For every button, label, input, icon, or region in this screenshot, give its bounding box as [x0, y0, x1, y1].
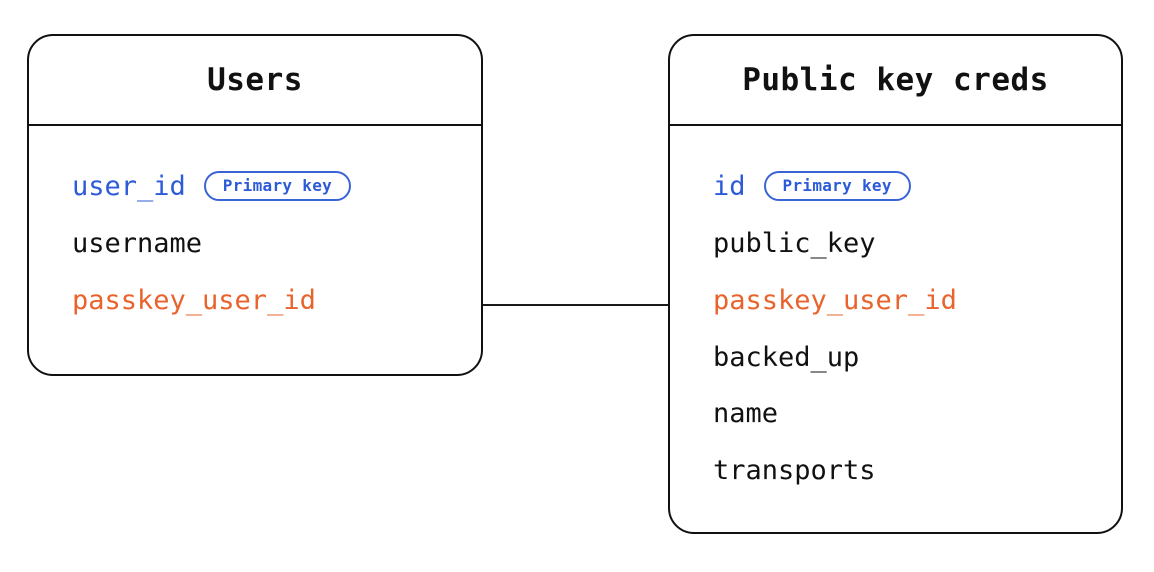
- field-name-id: id: [713, 170, 746, 202]
- field-name-backed-up: backed_up: [713, 341, 860, 373]
- field-row[interactable]: public_key: [713, 226, 876, 260]
- primary-key-badge: Primary key: [203, 171, 352, 201]
- field-row[interactable]: username: [72, 226, 202, 260]
- entity-users[interactable]: Users user_id Primary key username passk…: [27, 34, 483, 376]
- entity-public-key-creds-header: Public key creds: [670, 36, 1121, 126]
- entity-users-header: Users: [29, 36, 481, 126]
- field-row[interactable]: user_id Primary key: [72, 169, 352, 203]
- field-row[interactable]: backed_up: [713, 340, 859, 374]
- field-name-passkey-user-id: passkey_user_id: [713, 284, 957, 316]
- field-row[interactable]: passkey_user_id: [713, 283, 957, 317]
- field-row[interactable]: transports: [713, 453, 876, 487]
- entity-users-fields: user_id Primary key username passkey_use…: [29, 126, 481, 374]
- field-name-username: username: [72, 227, 203, 259]
- entity-public-key-creds-title: Public key creds: [742, 61, 1049, 98]
- primary-key-badge: Primary key: [763, 171, 911, 201]
- field-row[interactable]: name: [713, 396, 778, 430]
- field-name-transports: transports: [713, 454, 876, 486]
- field-name-name: name: [713, 397, 779, 429]
- entity-public-key-creds-fields: id Primary key public_key passkey_user_i…: [670, 126, 1121, 532]
- field-row[interactable]: id Primary key: [713, 169, 911, 203]
- entity-users-title: Users: [207, 61, 303, 98]
- primary-key-badge-label: Primary key: [222, 176, 333, 195]
- primary-key-badge-label: Primary key: [782, 176, 892, 195]
- relationship-connector-users-to-public-key-creds: [483, 304, 668, 306]
- field-name-passkey-user-id: passkey_user_id: [72, 284, 316, 316]
- entity-public-key-creds[interactable]: Public key creds id Primary key public_k…: [668, 34, 1123, 534]
- field-name-public-key: public_key: [713, 227, 876, 259]
- field-name-user-id: user_id: [72, 170, 186, 202]
- field-row[interactable]: passkey_user_id: [72, 283, 316, 317]
